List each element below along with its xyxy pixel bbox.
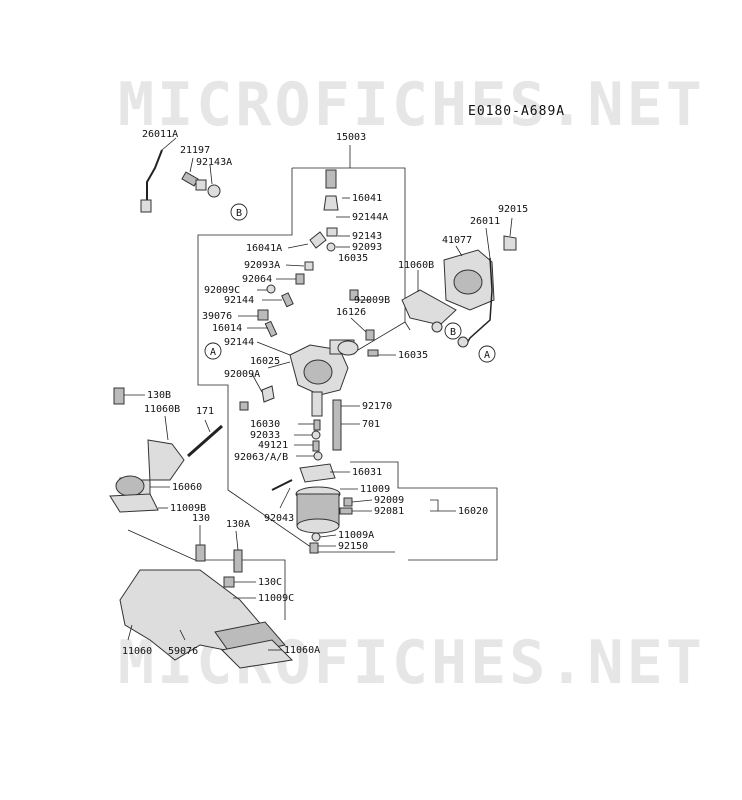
air-duct-assembly xyxy=(401,235,517,348)
callout-16126: 16126 xyxy=(336,307,366,318)
callout-92063-a-b: 92063/A/B xyxy=(234,452,288,463)
reference-markers: B A B A xyxy=(204,203,496,363)
callout-92009C: 92009C xyxy=(204,285,240,296)
callout-49121: 49121 xyxy=(258,440,288,451)
callout-92143: 92143 xyxy=(352,231,382,242)
marker-b-circle xyxy=(230,203,248,221)
callout-labels: 26011A 21197 92143A 15003 16041 92144A 9… xyxy=(122,129,528,657)
callout-92081: 92081 xyxy=(374,506,404,517)
callout-26011: 26011 xyxy=(470,216,500,227)
marker-a: A xyxy=(210,347,216,358)
callout-11009C: 11009C xyxy=(258,593,294,604)
callout-21197: 21197 xyxy=(180,145,210,156)
sensor-assembly xyxy=(140,149,221,213)
callout-16025: 16025 xyxy=(250,356,280,367)
callout-15003: 15003 xyxy=(336,132,366,143)
callout-16014: 16014 xyxy=(212,323,242,334)
marker-a2-circle xyxy=(478,345,496,363)
callout-16041A: 16041A xyxy=(246,243,282,254)
callout-92093: 92093 xyxy=(352,242,382,253)
callout-130: 130 xyxy=(192,513,210,524)
callout-16060: 16060 xyxy=(172,482,202,493)
reference-code: E0180-A689A xyxy=(468,104,566,119)
callout-130A: 130A xyxy=(226,519,250,530)
callout-11060B-left: 11060B xyxy=(144,404,180,415)
callout-16035-right: 16035 xyxy=(398,350,428,361)
callout-11009A: 11009A xyxy=(338,530,374,541)
callout-92093A: 92093A xyxy=(244,260,280,271)
marker-b2: B xyxy=(450,327,456,338)
callout-11009B: 11009B xyxy=(170,503,206,514)
leader-lines xyxy=(124,137,513,651)
marker-b2-circle xyxy=(444,322,462,340)
callout-92144-lower: 92144 xyxy=(224,337,254,348)
marker-a-circle xyxy=(204,342,222,360)
callout-16030: 16030 xyxy=(250,419,280,430)
callout-11060B-right: 11060B xyxy=(398,260,434,271)
callout-39076: 39076 xyxy=(202,311,232,322)
callout-16020: 16020 xyxy=(458,506,488,517)
callout-41077: 41077 xyxy=(442,235,472,246)
callout-92144-upper: 92144 xyxy=(224,295,254,306)
float-bowl-assembly xyxy=(271,419,353,554)
callout-92170: 92170 xyxy=(362,401,392,412)
intake-assembly xyxy=(109,387,294,669)
callout-92009A: 92009A xyxy=(224,369,260,380)
callout-16035-top: 16035 xyxy=(338,253,368,264)
callout-11060A: 11060A xyxy=(284,645,320,656)
callout-92009B: 92009B xyxy=(354,295,390,306)
callout-92144A: 92144A xyxy=(352,212,388,223)
callout-92015: 92015 xyxy=(498,204,528,215)
marker-a2: A xyxy=(484,350,490,361)
callout-92064: 92064 xyxy=(242,274,272,285)
callout-16031: 16031 xyxy=(352,467,382,478)
callout-11060: 11060 xyxy=(122,646,152,657)
marker-b: B xyxy=(236,208,242,219)
carburetor-body xyxy=(239,169,379,451)
watermark-top: MICROFICHES.NET xyxy=(118,70,705,140)
callout-92009: 92009 xyxy=(374,495,404,506)
callout-171: 171 xyxy=(196,406,214,417)
callout-130C: 130C xyxy=(258,577,282,588)
callout-130B: 130B xyxy=(147,390,171,401)
callout-16041: 16041 xyxy=(352,193,382,204)
callout-92143A: 92143A xyxy=(196,157,232,168)
callout-701: 701 xyxy=(362,419,380,430)
callout-59076: 59076 xyxy=(168,646,198,657)
callout-92043: 92043 xyxy=(264,513,294,524)
callout-92033: 92033 xyxy=(250,430,280,441)
callout-92150: 92150 xyxy=(338,541,368,552)
callout-26011A: 26011A xyxy=(142,129,178,140)
callout-11009: 11009 xyxy=(360,484,390,495)
